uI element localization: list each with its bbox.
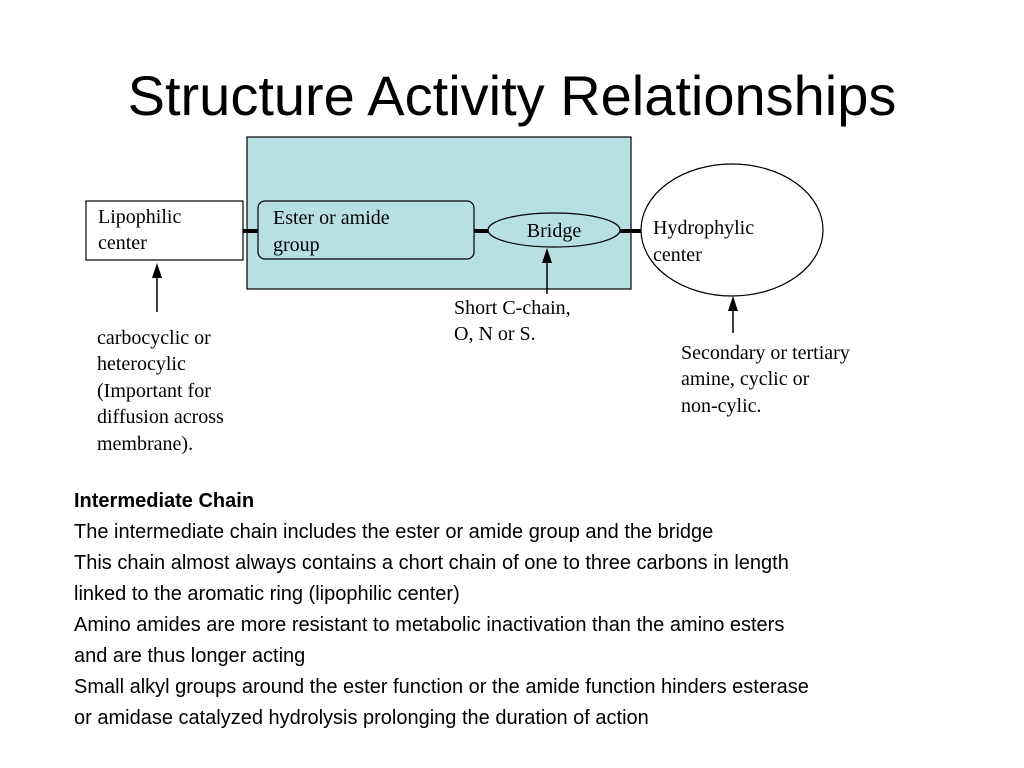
hydrophilic-note-1: Secondary or tertiary [681, 342, 850, 364]
ester-amide-group-label-1: Ester or amide [273, 207, 390, 229]
hydrophilic-center-label-1: Hydrophylic [653, 217, 754, 239]
lipophilic-arrow-head [152, 263, 162, 278]
bridge-ellipse [487, 212, 621, 248]
bridge-note-1: Short C-chain, [454, 297, 571, 319]
hydrophilic-note-2: amine, cyclic or [681, 368, 810, 390]
hydrophilic-arrow-head [728, 296, 738, 311]
ester-amide-group-box [257, 200, 475, 260]
lipophilic-note-1: carbocyclic or [97, 327, 211, 349]
lipophilic-center-box [85, 200, 244, 261]
notes-line: Small alkyl groups around the ester func… [74, 676, 809, 698]
sar-diagram: Lipophilic center Ester or amide group B… [85, 136, 850, 455]
notes-line: or amidase catalyzed hydrolysis prolongi… [74, 707, 649, 729]
notes-heading: Intermediate Chain [74, 490, 255, 512]
lipophilic-note-3: (Important for [97, 380, 211, 402]
lipophilic-note-4: diffusion across [97, 406, 224, 428]
bridge-label: Bridge [527, 220, 582, 242]
lipophilic-note-5: membrane). [97, 433, 193, 455]
lipophilic-note-2: heterocylic [97, 353, 186, 375]
notes-line: and are thus longer acting [74, 645, 306, 667]
notes-line: The intermediate chain includes the este… [74, 521, 714, 543]
intermediate-chain-notes: Intermediate Chain The intermediate chai… [74, 486, 1019, 734]
hydrophilic-note-3: non-cylic. [681, 395, 762, 417]
notes-line: linked to the aromatic ring (lipophilic … [74, 583, 460, 605]
lipophilic-center-label-2: center [98, 232, 147, 254]
notes-line: Amino amides are more resistant to metab… [74, 614, 785, 636]
hydrophilic-center-label-2: center [653, 244, 702, 266]
ester-amide-group-label-2: group [273, 234, 320, 256]
bridge-note-2: O, N or S. [454, 323, 536, 345]
slide-title: Structure Activity Relationships [127, 64, 897, 127]
hydrophilic-center-circle [640, 163, 824, 297]
lipophilic-center-label-1: Lipophilic [98, 206, 181, 228]
bridge-arrow-head [542, 248, 552, 263]
notes-line: This chain almost always contains a chor… [74, 552, 789, 574]
